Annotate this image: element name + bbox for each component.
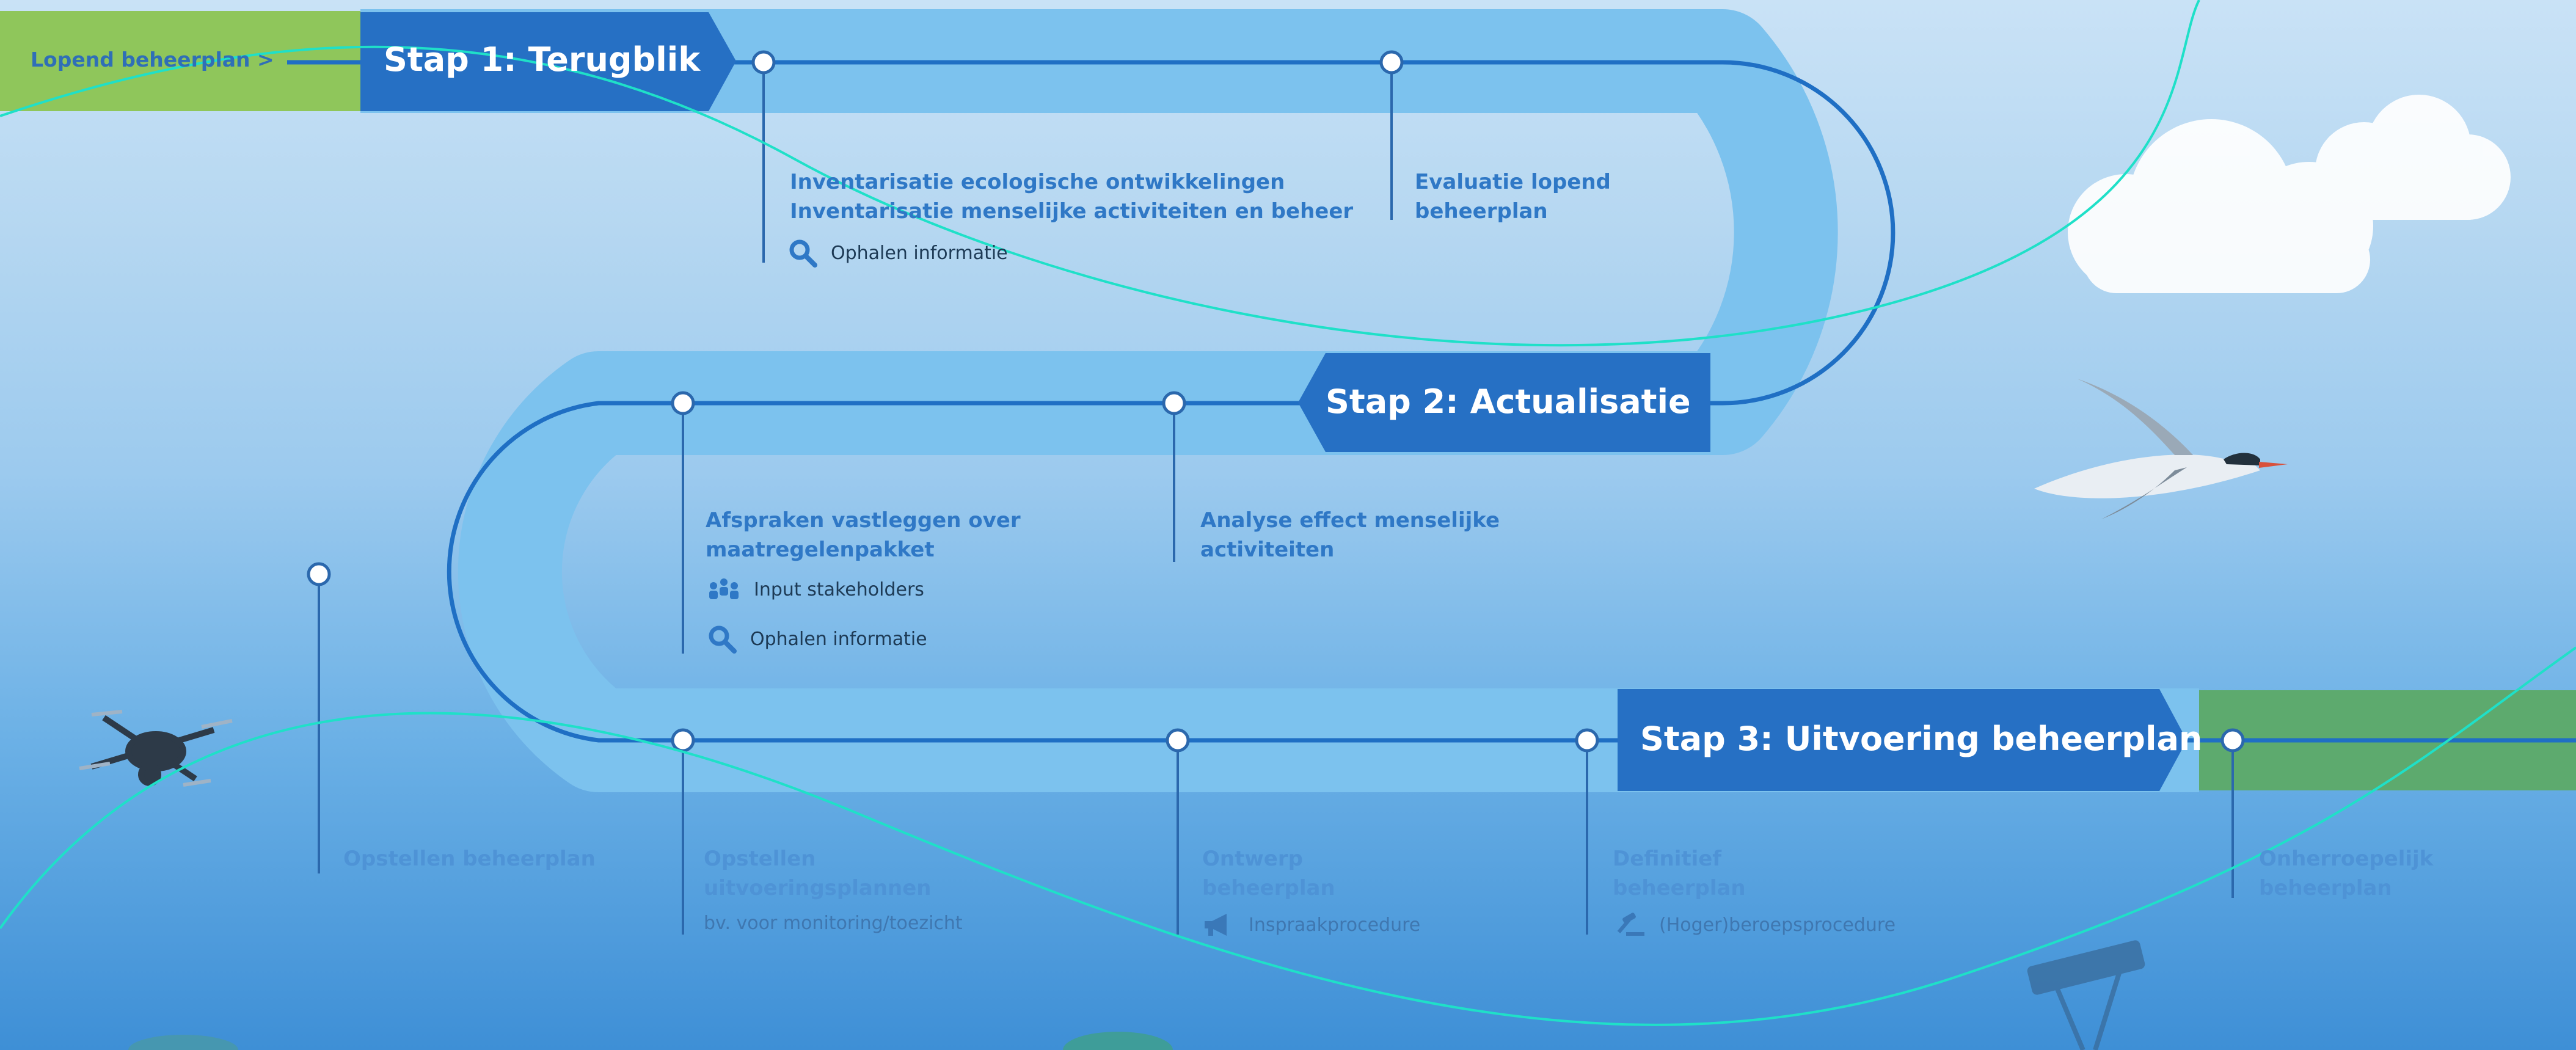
sub-item-text: Input stakeholders [754, 578, 924, 600]
milestone-node [671, 728, 695, 753]
milestone-definitief-title: Definitief [1613, 847, 1722, 871]
milestone-definitief-title: beheerplan [1613, 876, 1746, 900]
milestone-title: Inventarisatie menselijke activiteiten e… [790, 199, 1354, 224]
step-3-label: Stap 3: Uitvoering beheerplan [1640, 720, 2203, 758]
milestone-title: Inventarisatie ecologische ontwikkelinge… [790, 170, 1285, 194]
sub-item-text: bv. voor monitoring/toezicht [704, 913, 963, 934]
milestone-node [1575, 728, 1599, 753]
sub-item-text: Ophalen informatie [750, 628, 927, 650]
sub-item-text: Inspraakprocedure [1249, 914, 1421, 936]
gavel-icon [1617, 913, 1644, 936]
milestone-afspraken-title: Afspraken vastleggen over [706, 508, 1021, 533]
milestone-node [1166, 728, 1190, 753]
magnifier-icon [789, 239, 817, 268]
sub-item: (Hoger)beroepsprocedure [1613, 913, 1896, 937]
sub-item-text: Ophalen informatie [831, 242, 1008, 264]
sub-item-text: (Hoger)beroepsprocedure [1659, 914, 1896, 936]
track-outer [360, 9, 2199, 792]
milestone-ontwerp-title: beheerplan [1202, 876, 1335, 900]
cloud-icon [2068, 95, 2511, 293]
milestone-node [2220, 728, 2245, 753]
island-shape [128, 1035, 238, 1050]
magnifier-icon [709, 625, 737, 654]
milestone-opstellen-beheerplan-title: Opstellen beheerplan [343, 847, 596, 871]
decorative-swoosh [0, 0, 2576, 1026]
step-1-box [360, 12, 736, 111]
milestone-node [671, 391, 695, 415]
sub-item: Inspraakprocedure [1202, 913, 1420, 937]
milestone-node [1162, 391, 1186, 415]
milestone-evaluatie-title: beheerplan [1415, 199, 1548, 224]
step-2-label: Stap 2: Actualisatie [1326, 382, 1691, 421]
milestone-node [307, 562, 331, 586]
milestone-opstellen-uitvoering-title: Opstellen [704, 847, 816, 871]
track-line [287, 60, 2576, 743]
milestone-onherroepelijk-title: Onherroepelijk [2259, 847, 2434, 871]
milestone-onherroepelijk-title: beheerplan [2259, 876, 2392, 900]
step-2-box [1298, 353, 1710, 452]
sub-item: Ophalen informatie [707, 624, 927, 654]
lopend-beheerplan-label: Lopend beheerplan > [31, 48, 274, 71]
milestone-analyse-title: activiteiten [1200, 538, 1335, 562]
megaphone-icon [1205, 914, 1227, 936]
step-1-label: Stap 1: Terugblik [384, 40, 701, 79]
step-3-box [1618, 689, 2187, 791]
milestone-evaluatie-title: Evaluatie lopend [1415, 170, 1611, 194]
milestone-ontwerp-title: Ontwerp [1202, 847, 1303, 871]
drone-icon [79, 710, 233, 787]
milestone-node [751, 50, 776, 75]
milestone-analyse-title: Analyse effect menselijke [1200, 508, 1500, 533]
bird-icon [2034, 379, 2288, 519]
buoy-icon [2027, 940, 2145, 1050]
island-shape [1063, 1032, 1173, 1050]
milestone-opstellen-uitvoering-title: uitvoeringsplannen [704, 876, 932, 900]
stakeholders-icon [709, 578, 739, 599]
milestone-afspraken-title: maatregelenpakket [706, 538, 935, 562]
milestone-node [1379, 50, 1404, 75]
sub-item: Ophalen informatie [788, 238, 1008, 268]
sub-item: Input stakeholders [707, 577, 924, 602]
